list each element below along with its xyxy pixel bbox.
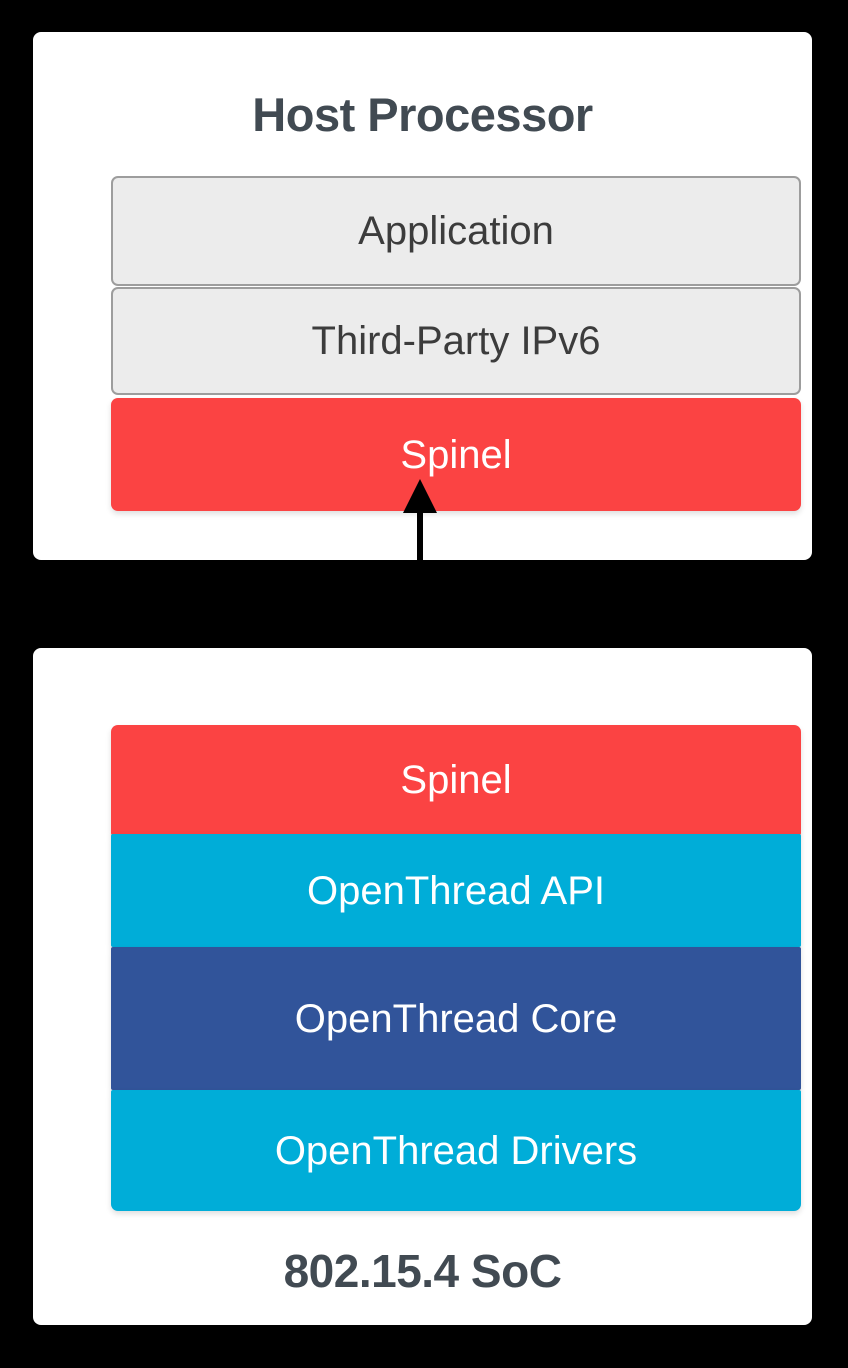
soc-layer-openthread-drivers[interactable]: OpenThread Drivers xyxy=(111,1090,801,1211)
host-layer-spinel[interactable]: Spinel xyxy=(111,398,801,511)
host-layer-third-party-ipv6-label: Third-Party IPv6 xyxy=(311,319,601,363)
host-layer-spinel-label: Spinel xyxy=(400,432,512,477)
host-layer-third-party-ipv6[interactable]: Third-Party IPv6 xyxy=(111,287,801,395)
soc-layer-openthread-api-label: OpenThread API xyxy=(307,868,605,913)
soc-layer-openthread-api[interactable]: OpenThread API xyxy=(111,834,801,947)
host-layer-application[interactable]: Application xyxy=(111,176,801,286)
soc-layer-openthread-core[interactable]: OpenThread Core xyxy=(111,947,801,1090)
soc-layer-spinel[interactable]: Spinel xyxy=(111,725,801,835)
host-processor-panel: Host Processor Application Third-Party I… xyxy=(33,32,812,560)
soc-layer-spinel-label: Spinel xyxy=(400,758,512,802)
soc-panel-title: 802.15.4 SoC xyxy=(283,1245,562,1297)
soc-layer-openthread-drivers-label: OpenThread Drivers xyxy=(274,1128,638,1173)
host-processor-title: Host Processor xyxy=(252,88,593,141)
soc-panel: Spinel OpenThread API OpenThread Core Op… xyxy=(33,648,812,1325)
host-layer-application-label: Application xyxy=(358,209,554,253)
soc-layer-openthread-core-label: OpenThread Core xyxy=(294,996,618,1041)
